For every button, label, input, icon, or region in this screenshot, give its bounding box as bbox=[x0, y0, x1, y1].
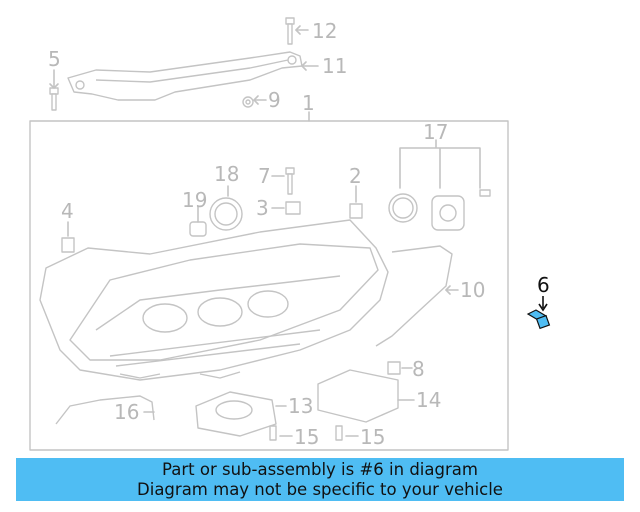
callout-9: 9 bbox=[268, 88, 281, 112]
callout-15a: 15 bbox=[294, 425, 319, 449]
part-9-nut bbox=[242, 96, 254, 108]
callout-10: 10 bbox=[460, 278, 485, 302]
callout-7: 7 bbox=[258, 164, 271, 188]
callout-18: 18 bbox=[214, 162, 239, 186]
assembly-frame bbox=[29, 120, 509, 451]
part-5-screw bbox=[49, 69, 59, 111]
part-11-bracket bbox=[67, 51, 303, 101]
callout-5: 5 bbox=[48, 47, 61, 71]
callout-4: 4 bbox=[61, 199, 74, 223]
banner-line-2: Diagram may not be specific to your vehi… bbox=[137, 479, 503, 499]
callout-19: 19 bbox=[182, 188, 207, 212]
callout-3: 3 bbox=[256, 196, 269, 220]
callout-16: 16 bbox=[114, 400, 139, 424]
callout-1: 1 bbox=[302, 91, 315, 115]
callout-2: 2 bbox=[349, 164, 362, 188]
part-6-bolt bbox=[526, 296, 551, 330]
callout-8: 8 bbox=[412, 357, 425, 381]
part-12-screw bbox=[285, 17, 295, 45]
callout-6: 6 bbox=[537, 273, 550, 297]
callout-14: 14 bbox=[416, 388, 441, 412]
banner-line-1: Part or sub-assembly is #6 in diagram bbox=[162, 459, 478, 479]
callout-12: 12 bbox=[312, 19, 337, 43]
callout-11: 11 bbox=[322, 54, 347, 78]
callout-15b: 15 bbox=[360, 425, 385, 449]
callout-17: 17 bbox=[423, 120, 448, 144]
headlamp-assembly bbox=[39, 219, 389, 381]
info-banner: Part or sub-assembly is #6 in diagram Di… bbox=[16, 458, 624, 501]
callout-13: 13 bbox=[288, 394, 313, 418]
